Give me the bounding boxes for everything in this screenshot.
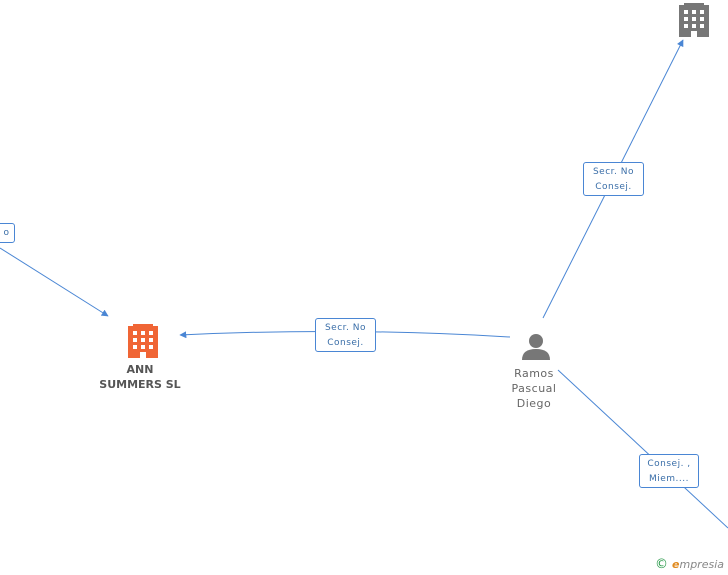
company-name[interactable]: ANN SUMMERS SL (90, 362, 190, 392)
edge-label-line2: Consej. (327, 338, 364, 348)
edge-person-to-bottom-right (557, 369, 728, 529)
person-icon[interactable] (522, 334, 550, 360)
person-name-line3: Diego (516, 397, 552, 410)
edge-left-to-company (0, 247, 109, 317)
person-name-line2: Pascual (511, 382, 557, 395)
edge-label-consej-miem[interactable]: Consej. , Miem.... (639, 454, 699, 488)
empresia-watermark: © empresia (655, 557, 724, 572)
person-name[interactable]: Ramos Pascual Diego (494, 366, 574, 411)
company-name-line2: SUMMERS SL (99, 378, 181, 391)
edge-label-text: o (3, 228, 10, 238)
edge-label-secr-no-consej-top[interactable]: Secr. No Consej. (583, 162, 644, 196)
brand-e: e (672, 558, 680, 571)
edge-label-line1: Secr. No (324, 323, 367, 333)
building-icon-top[interactable] (679, 3, 709, 37)
brand-rest: mpresia (679, 558, 724, 571)
edge-label-line1: Consej. , (647, 459, 691, 469)
company-name-line1: ANN (126, 363, 154, 376)
edge-label-line2: Consej. (595, 182, 632, 192)
edge-label-line1: Secr. No (592, 167, 635, 177)
edge-label-secr-no-consej[interactable]: Secr. No Consej. (315, 318, 376, 352)
copyright-icon: © (655, 557, 669, 572)
person-name-line1: Ramos (514, 367, 554, 380)
brand-logo: empresia (672, 558, 724, 571)
edge-label-line2: Miem.... (648, 474, 689, 484)
building-icon[interactable] (128, 324, 158, 358)
edge-label-left-partial[interactable]: o (0, 223, 15, 243)
